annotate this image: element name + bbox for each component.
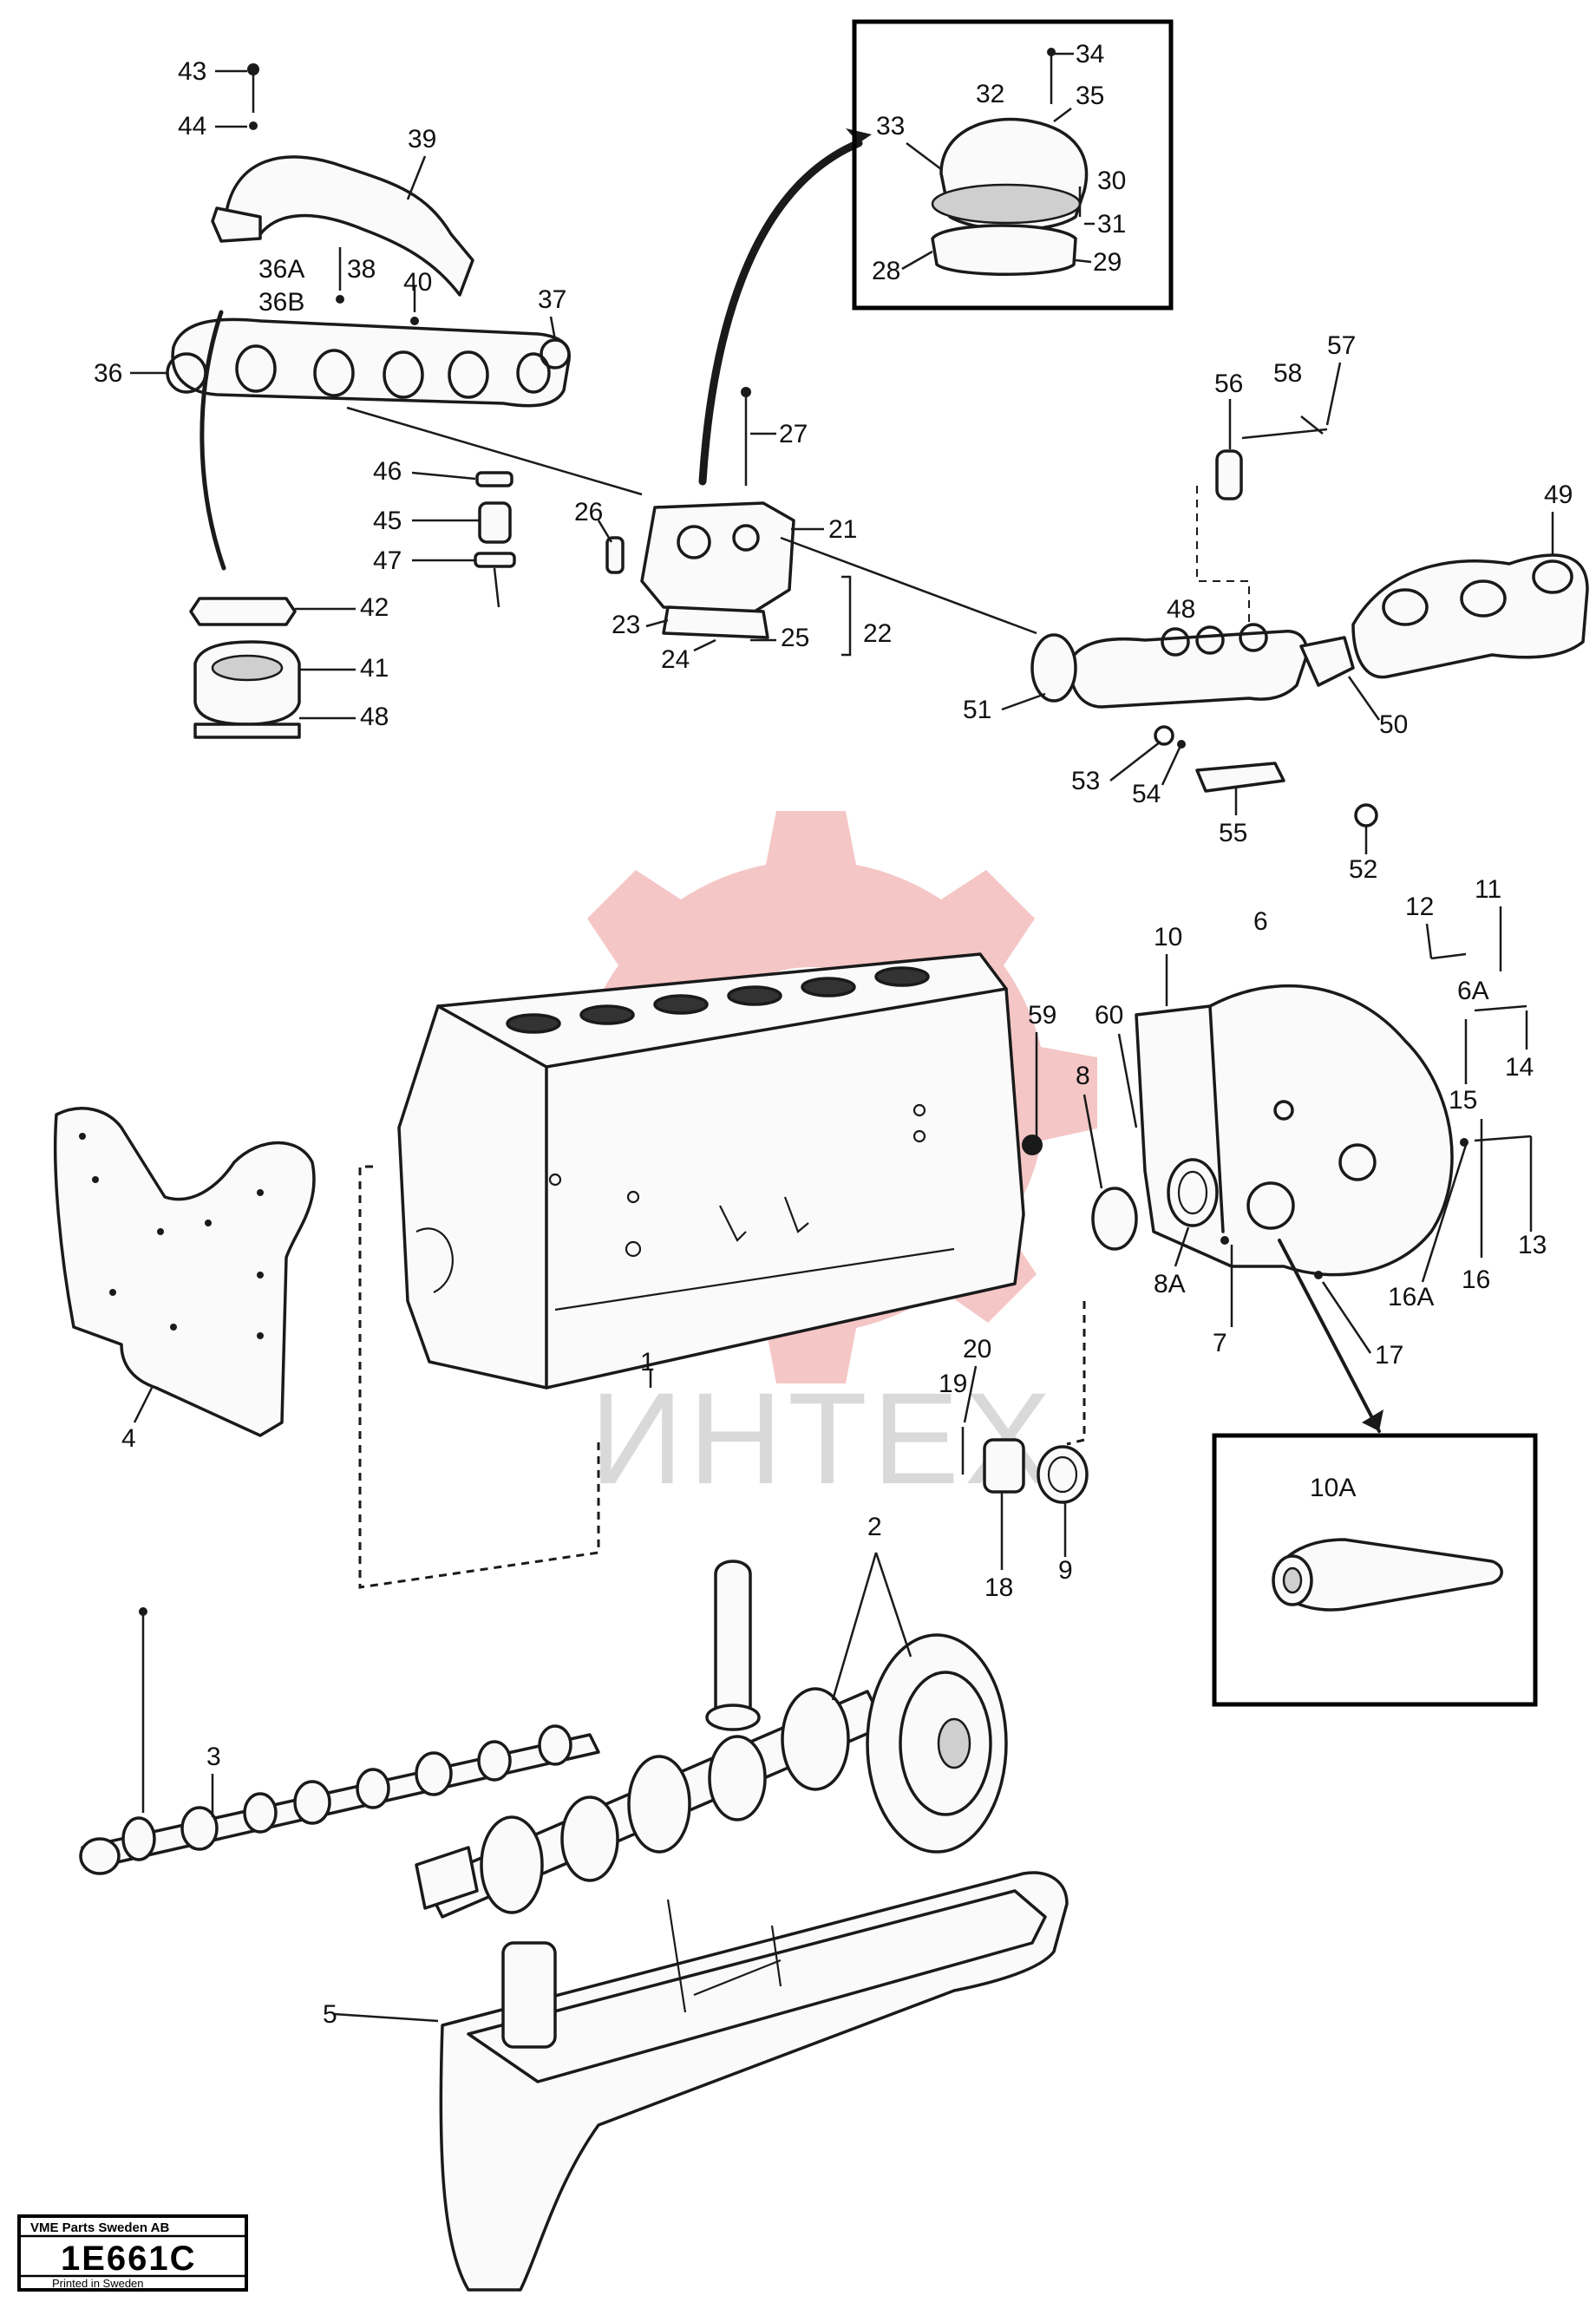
callout-label: 42 <box>360 593 389 622</box>
flywheel-housing <box>961 950 1532 1553</box>
callout-label: 28 <box>872 257 900 285</box>
code-box-footer: Printed in Sweden <box>52 2277 144 2290</box>
manifold-group <box>166 63 643 739</box>
callout-label: 44 <box>178 112 206 141</box>
callout-label: 8 <box>1076 1062 1090 1090</box>
callout-label: 53 <box>1071 767 1100 795</box>
callout-label: 52 <box>1349 855 1377 884</box>
callout-label: 13 <box>1518 1231 1547 1259</box>
code-box-header: VME Parts Sweden AB <box>30 2220 169 2235</box>
callout-label: 3 <box>206 1743 221 1771</box>
callout-label: 25 <box>781 624 809 652</box>
callout-label: 36A <box>258 255 304 284</box>
callout-label: 6 <box>1253 907 1268 936</box>
watermark-text: ИНТЕХ <box>590 1365 1056 1511</box>
callout-label: 40 <box>403 268 432 297</box>
inset-10a: 10A <box>1212 1433 1538 1707</box>
callout-label: 10 <box>1154 923 1182 952</box>
callout-label: 14 <box>1505 1053 1534 1082</box>
callout-label: 39 <box>408 125 436 154</box>
callout-label: 48 <box>360 703 389 731</box>
callout-label: 30 <box>1097 167 1126 195</box>
callout-label: 31 <box>1097 210 1126 239</box>
callout-label: 49 <box>1544 481 1573 509</box>
callout-label: 35 <box>1076 82 1104 110</box>
callout-label: 19 <box>939 1370 967 1398</box>
diagram-code: 1E661C <box>61 2240 197 2278</box>
callout-label: 43 <box>178 57 206 86</box>
diagram-code-box: VME Parts Sweden AB 1E661C Printed in Sw… <box>17 2214 248 2292</box>
callout-label: 12 <box>1405 893 1434 921</box>
callout-label: 6A <box>1457 977 1489 1005</box>
callout-label: 38 <box>347 255 376 284</box>
pump-group <box>605 128 1037 657</box>
callout-label: 32 <box>976 80 1004 108</box>
callout-label: 60 <box>1095 1001 1123 1030</box>
timing-plate <box>53 1107 316 1437</box>
callout-label: 11 <box>1475 875 1501 904</box>
oil-sump <box>333 1871 1069 2292</box>
callout-label: 16 <box>1462 1265 1490 1294</box>
callout-label: 51 <box>963 696 991 724</box>
callout-label: 15 <box>1449 1086 1477 1115</box>
callout-label: 36B <box>258 288 304 317</box>
callout-label: 8A <box>1154 1270 1186 1298</box>
callout-label: 34 <box>1076 40 1104 69</box>
callout-label: 23 <box>612 611 640 639</box>
callout-label: 45 <box>373 507 402 535</box>
callout-label: 47 <box>373 546 402 575</box>
callout-label: 36 <box>94 359 122 388</box>
callout-label: 58 <box>1273 359 1302 388</box>
callout-label: 18 <box>984 1573 1013 1602</box>
callout-label: 59 <box>1028 1001 1056 1030</box>
callout-label: 54 <box>1132 780 1161 808</box>
callout-label: 41 <box>360 654 389 683</box>
engine-block <box>358 952 1086 1589</box>
callout-label: 48 <box>1167 595 1195 624</box>
callout-label: 46 <box>373 457 402 486</box>
callout-label: 50 <box>1379 710 1408 739</box>
crankshaft <box>415 1552 1008 1919</box>
camshaft <box>79 1607 600 1875</box>
callout-label: 9 <box>1058 1556 1073 1585</box>
callout-label: 7 <box>1213 1329 1227 1357</box>
exhaust-manifold-right <box>1030 415 1589 827</box>
thermostat-inset <box>852 19 1174 311</box>
callout-label: 55 <box>1219 819 1247 847</box>
callout-labels: 43 44 39 36A 38 40 36B 37 36 46 45 47 42… <box>94 40 1573 2029</box>
callout-label: 2 <box>867 1513 882 1541</box>
callout-label: 37 <box>538 285 566 314</box>
callout-label: 56 <box>1214 369 1243 398</box>
callout-label: 33 <box>876 112 905 141</box>
callout-label: 17 <box>1375 1341 1403 1370</box>
callout-label: 4 <box>121 1424 136 1453</box>
callout-label: 22 <box>863 619 892 648</box>
callout-label: 16A <box>1388 1283 1434 1311</box>
callout-label: 29 <box>1093 248 1122 277</box>
callout-label: 21 <box>828 515 857 544</box>
callout-label: 57 <box>1327 331 1356 360</box>
callout-label: 20 <box>963 1335 991 1364</box>
callout-label: 24 <box>661 645 690 674</box>
callout-label: 1 <box>640 1348 655 1377</box>
callout-label: 27 <box>779 420 808 448</box>
inset-part-label: 10A <box>1310 1474 1356 1502</box>
callout-label: 5 <box>323 2000 337 2029</box>
